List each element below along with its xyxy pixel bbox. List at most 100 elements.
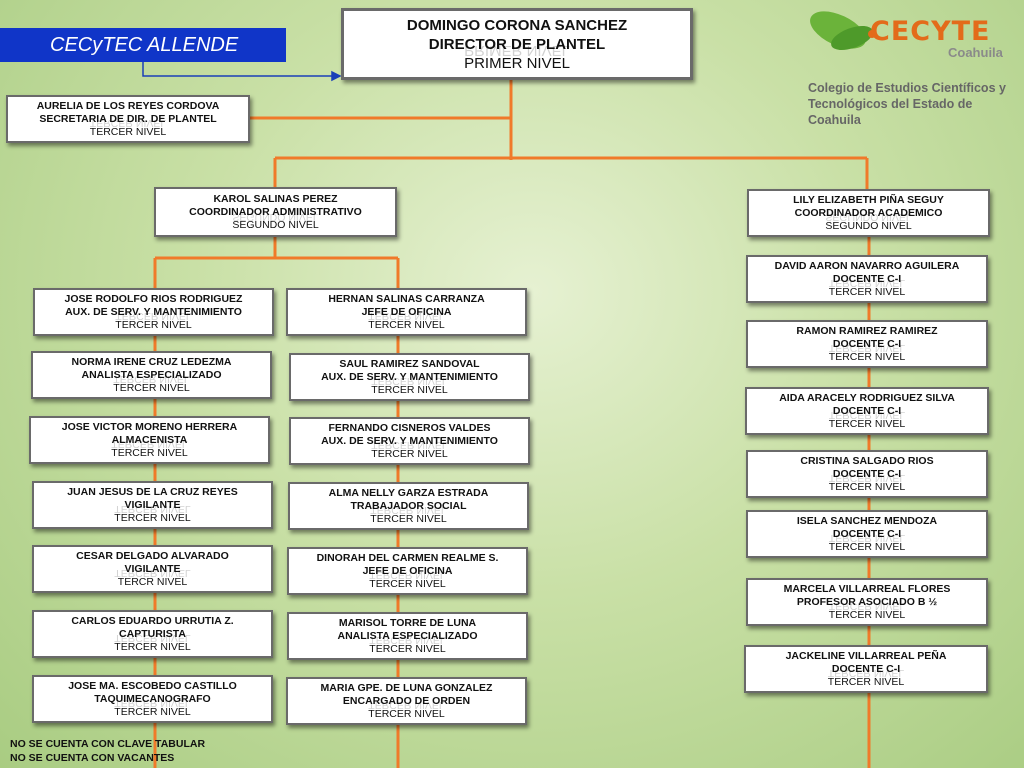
person-name: SAUL RAMIREZ SANDOVAL: [339, 357, 480, 370]
person-role: COORDINADOR ACADEMICO: [794, 206, 943, 219]
person-role: PROFESOR ASOCIADO B ½: [796, 595, 938, 608]
person-name: JOSE MA. ESCOBEDO CASTILLO: [68, 679, 237, 692]
person-level: PRIMER NIVEL: [464, 54, 570, 72]
person-name: LILY ELIZABETH PIÑA SEGUY: [793, 193, 944, 206]
person-name: CESAR DELGADO ALVARADO: [76, 549, 229, 562]
academic-coordinator-box: LILY ELIZABETH PIÑA SEGUY COORDINADOR AC…: [747, 189, 990, 237]
staff-box: MARIA GPE. DE LUNA GONZALEZ ENCARGADO DE…: [286, 677, 527, 725]
person-name: ALMA NELLY GARZA ESTRADA: [328, 486, 489, 499]
person-name: DINORAH DEL CARMEN REALME S.: [316, 551, 499, 564]
staff-box: ALMA NELLY GARZA ESTRADA TRABAJADOR SOCI…: [288, 482, 529, 530]
person-role: TAQUIMECANOGRAFO: [94, 692, 211, 705]
person-level: TERCER NIVEL: [371, 447, 448, 460]
teacher-box: CRISTINA SALGADO RIOS DOCENTE C-I TERCER…: [746, 450, 988, 498]
person-name: MARISOL TORRE DE LUNA: [338, 616, 477, 629]
person-level: TERCER NIVEL: [113, 381, 190, 394]
person-level: SEGUNDO NIVEL: [232, 218, 319, 231]
staff-box: DINORAH DEL CARMEN REALME S. JEFE DE OFI…: [287, 547, 528, 595]
teacher-box: ISELA SANCHEZ MENDOZA DOCENTE C-I TERCER…: [746, 510, 988, 558]
person-name: JUAN JESUS DE LA CRUZ REYES: [67, 485, 238, 498]
staff-box: JOSE VICTOR MORENO HERRERA ALMACENISTA T…: [29, 416, 270, 464]
staff-box: HERNAN SALINAS CARRANZA JEFE DE OFICINA …: [286, 288, 527, 336]
admin-coordinator-box: KAROL SALINAS PEREZ COORDINADOR ADMINIST…: [154, 187, 397, 237]
person-level: TERCER NIVEL: [111, 446, 188, 459]
person-role: AUX. DE SERV. Y MANTENIMIENTO: [65, 305, 242, 318]
person-role: JEFE DE OFICINA: [362, 564, 453, 577]
person-name: MARIA GPE. DE LUNA GONZALEZ: [320, 681, 493, 694]
staff-box: MARISOL TORRE DE LUNA ANALISTA ESPECIALI…: [287, 612, 528, 660]
staff-box: SAUL RAMIREZ SANDOVAL AUX. DE SERV. Y MA…: [289, 353, 530, 401]
person-name: MARCELA VILLARREAL FLORES: [783, 582, 951, 595]
person-name: HERNAN SALINAS CARRANZA: [328, 292, 485, 305]
person-level: TERCR NIVEL: [117, 575, 188, 588]
cecyte-logo-icon: [810, 11, 876, 51]
teacher-box: AIDA ARACELY RODRIGUEZ SILVA DOCENTE C-I…: [745, 387, 989, 435]
person-level: TERCER NIVEL: [827, 675, 905, 688]
logo-brand: CECYTE: [870, 16, 991, 47]
person-role: DOCENTE C-I: [832, 272, 902, 285]
person-name: JOSE VICTOR MORENO HERRERA: [61, 420, 238, 433]
staff-box: NORMA IRENE CRUZ LEDEZMA ANALISTA ESPECI…: [31, 351, 272, 399]
person-level: SEGUNDO NIVEL: [825, 219, 912, 232]
person-name: FERNANDO CISNEROS VALDES: [328, 421, 491, 434]
secretary-box: AURELIA DE LOS REYES CORDOVA SECRETARIA …: [6, 95, 250, 143]
logo-state: Coahuila: [948, 45, 1003, 60]
teacher-box: RAMON RAMIREZ RAMIREZ DOCENTE C-I TERCER…: [746, 320, 988, 368]
person-role: AUX. DE SERV. Y MANTENIMIENTO: [321, 370, 498, 383]
person-name: DAVID AARON NAVARRO AGUILERA: [774, 259, 960, 272]
person-level: TERCER NIVEL: [368, 707, 445, 720]
person-level: TERCER NIVEL: [89, 125, 167, 138]
person-level: TERCER NIVEL: [828, 285, 906, 298]
staff-box: FERNANDO CISNEROS VALDES AUX. DE SERV. Y…: [289, 417, 530, 465]
person-level: TERCER NIVEL: [371, 383, 448, 396]
person-role: SECRETARIA DE DIR. DE PLANTEL: [39, 112, 217, 125]
note-line: NO SE CUENTA CON CLAVE TABULAR: [10, 738, 206, 750]
person-role: DOCENTE C-I: [832, 337, 902, 350]
person-role: DOCENTE C-I: [832, 527, 902, 540]
staff-box: JUAN JESUS DE LA CRUZ REYES VIGILANTE TE…: [32, 481, 273, 529]
person-name: JACKELINE VILLARREAL PEÑA: [785, 649, 947, 662]
person-level: TERCER NIVEL: [369, 642, 446, 655]
person-role: DOCENTE C-I: [832, 404, 902, 417]
staff-box: JOSE MA. ESCOBEDO CASTILLO TAQUIMECANOGR…: [32, 675, 273, 723]
person-name: DOMINGO CORONA SANCHEZ: [406, 16, 628, 34]
person-level: TERCER NIVEL: [115, 318, 192, 331]
person-role: ANALISTA ESPECIALIZADO: [81, 368, 222, 381]
person-level: TERCER NIVEL: [368, 318, 445, 331]
person-level: TERCER NIVEL: [114, 511, 191, 524]
person-role: ENCARGADO DE ORDEN: [342, 694, 471, 707]
person-name: NORMA IRENE CRUZ LEDEZMA: [71, 355, 232, 368]
person-role: ALMACENISTA: [111, 433, 188, 446]
person-role: DOCENTE C-I: [832, 467, 902, 480]
person-role: DOCENTE C-I: [831, 662, 901, 675]
person-role: VIGILANTE: [124, 562, 181, 575]
person-role: CAPTURISTA: [119, 627, 186, 640]
person-name: CARLOS EDUARDO URRUTIA Z.: [71, 614, 234, 627]
teacher-box: DAVID AARON NAVARRO AGUILERA DOCENTE C-I…: [746, 255, 988, 303]
person-name: AIDA ARACELY RODRIGUEZ SILVA: [779, 391, 955, 404]
person-name: JOSE RODOLFO RIOS RODRIGUEZ: [64, 292, 243, 305]
person-role: VIGILANTE: [124, 498, 181, 511]
staff-box: JOSE RODOLFO RIOS RODRIGUEZ AUX. DE SERV…: [33, 288, 274, 336]
staff-box: CESAR DELGADO ALVARADO VIGILANTE TERCR N…: [32, 545, 273, 593]
person-level: TERCER NIVEL: [828, 540, 906, 553]
person-level: TERCER NIVEL: [114, 640, 191, 653]
person-role: AUX. DE SERV. Y MANTENIMIENTO: [321, 434, 498, 447]
person-name: RAMON RAMIREZ RAMIREZ: [796, 324, 938, 337]
person-name: CRISTINA SALGADO RIOS: [800, 454, 934, 467]
person-level: TERCER NIVEL: [828, 417, 906, 430]
person-name: ISELA SANCHEZ MENDOZA: [796, 514, 938, 527]
note-line: NO SE CUENTA CON VACANTES: [10, 752, 175, 764]
person-role: COORDINADOR ADMINISTRATIVO: [189, 205, 362, 218]
teacher-box: MARCELA VILLARREAL FLORES PROFESOR ASOCI…: [746, 578, 988, 626]
person-role: ANALISTA ESPECIALIZADO: [337, 629, 478, 642]
person-role: DIRECTOR DE PLANTEL: [428, 35, 606, 53]
person-level: TERCER NIVEL: [828, 480, 906, 493]
person-level: TERCER NIVEL: [369, 577, 446, 590]
person-name: KAROL SALINAS PEREZ: [213, 192, 338, 205]
person-level: TERCER NIVEL: [114, 705, 191, 718]
person-role: JEFE DE OFICINA: [361, 305, 452, 318]
person-name: AURELIA DE LOS REYES CORDOVA: [36, 99, 220, 112]
teacher-box: JACKELINE VILLARREAL PEÑA DOCENTE C-I TE…: [744, 645, 988, 693]
person-level: TERCER NIVEL: [370, 512, 447, 525]
